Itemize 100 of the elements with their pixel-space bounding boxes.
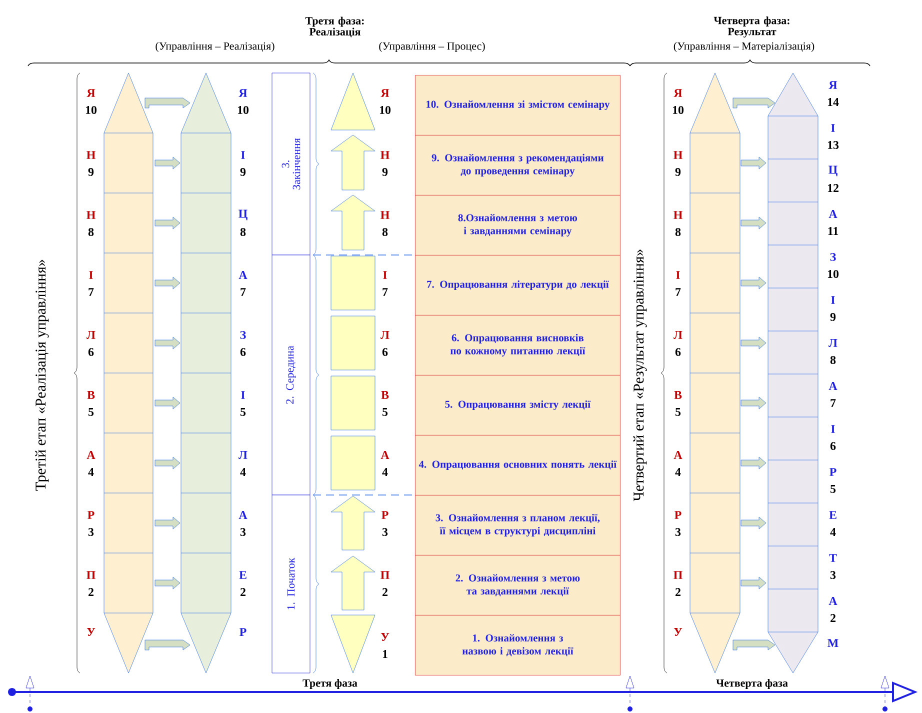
number-label: 13: [828, 140, 839, 150]
letter-label: І: [676, 271, 680, 279]
number-label: 5: [676, 408, 681, 416]
letter-label: Я: [674, 89, 682, 97]
letter-label: І: [241, 151, 245, 159]
letter-label: В: [674, 391, 682, 399]
letter-label: Н: [86, 151, 96, 159]
letter-label: Л: [238, 451, 248, 459]
letter-label: А: [674, 451, 682, 459]
number-label: 3: [88, 528, 94, 536]
number-label: 7: [88, 288, 94, 296]
number-label: 2: [676, 588, 680, 596]
side-caption: Четвертий етап «Результат управління»: [633, 250, 647, 502]
number-label: 8: [675, 228, 681, 236]
number-label: 9: [675, 168, 681, 176]
letter-label: П: [380, 571, 390, 579]
number-label: 5: [830, 485, 836, 493]
letter-label: М: [828, 639, 838, 647]
subheading: (Управління – Реалізація): [156, 42, 274, 52]
letter-label: Л: [86, 331, 96, 339]
letter-label: Н: [674, 151, 682, 159]
letter-label: І: [383, 271, 387, 279]
letter-label: І: [241, 391, 245, 399]
number-label: 12: [828, 184, 838, 192]
letter-label: Я: [380, 89, 390, 97]
number-label: 14: [828, 98, 839, 106]
number-label: 8: [88, 228, 94, 236]
letter-label: Р: [240, 628, 246, 636]
number-label: 7: [240, 288, 246, 296]
number-label: 4: [88, 468, 94, 476]
step-box: 10. Ознайомлення зі змістом семінару: [415, 75, 620, 136]
number-label: 4: [240, 468, 246, 476]
number-label: 9: [88, 168, 94, 176]
letter-label: І: [89, 271, 93, 279]
letter-label: П: [86, 571, 96, 579]
letter-label: Я: [86, 89, 96, 97]
number-label: 6: [382, 348, 388, 356]
number-label: 5: [88, 408, 94, 416]
letter-label: Н: [674, 211, 682, 219]
letter-label: П: [674, 571, 682, 579]
letter-label: Ц: [238, 210, 248, 220]
number-label: 10: [380, 106, 391, 114]
letter-label: У: [380, 633, 390, 641]
number-label: 7: [830, 399, 836, 407]
letter-label: З: [240, 330, 246, 340]
letter-label: Н: [86, 211, 96, 219]
letter-label: Ц: [828, 166, 838, 176]
number-label: 9: [830, 312, 836, 322]
step-box: 6. Опрацювання висновків по кожному питанню лекції: [415, 315, 620, 376]
phase-heading: Четверта фаза: Результат: [714, 16, 790, 38]
number-label: 2: [240, 588, 246, 596]
number-label: 8: [382, 228, 388, 236]
letter-label: В: [87, 391, 95, 399]
step-box: 4. Опрацювання основних понять лекції: [415, 435, 620, 496]
letter-label: А: [380, 451, 390, 459]
number-label: 9: [240, 168, 246, 176]
letter-label: А: [828, 210, 838, 218]
number-label: 8: [830, 356, 836, 364]
number-label: 7: [382, 288, 388, 296]
letter-label: В: [381, 391, 389, 399]
step-box: 1. Ознайомлення з назвою і девізом лекції: [415, 615, 620, 676]
letter-label: А: [238, 271, 248, 279]
axis-label: Четверта фаза: [716, 679, 788, 689]
letter-label: Р: [830, 468, 836, 476]
step-box: 5. Опрацювання змісту лекції: [415, 375, 620, 436]
step-box: 8.Ознайомлення з метою і завданнями семінару: [415, 195, 620, 256]
number-label: 4: [675, 468, 681, 476]
letter-label: У: [674, 628, 682, 636]
number-label: 7: [676, 288, 681, 296]
number-label: 8: [240, 228, 246, 236]
number-label: 4: [382, 468, 388, 476]
number-label: 2: [88, 588, 94, 596]
letter-label: Е: [239, 571, 246, 579]
subheading: (Управління – Матеріалізація): [674, 42, 814, 52]
number-label: 3: [240, 528, 246, 536]
step-box: 2. Ознайомлення з метою та завданнями лекції: [415, 555, 620, 616]
letter-label: Л: [674, 331, 682, 339]
number-label: 3: [382, 528, 388, 536]
phase-box: 1. Початок: [272, 494, 310, 674]
number-label: 1: [382, 650, 388, 658]
letter-label: Я: [828, 81, 838, 89]
number-label: 9: [382, 168, 388, 176]
number-label: 10: [672, 106, 684, 114]
letter-label: Я: [238, 89, 248, 97]
letter-label: З: [830, 252, 836, 262]
step-box: 7. Опрацювання літератури до лекції: [415, 255, 620, 316]
letter-label: І: [831, 425, 835, 433]
number-label: 10: [828, 270, 839, 278]
letter-label: А: [828, 597, 838, 605]
letter-label: А: [86, 451, 96, 459]
axis-label: Третя фаза: [302, 679, 358, 689]
letter-label: Р: [674, 511, 682, 519]
number-label: 3: [675, 528, 681, 536]
number-label: 3: [830, 570, 836, 580]
number-label: 10: [86, 106, 97, 114]
letter-label: А: [828, 382, 838, 390]
letter-label: І: [831, 124, 835, 132]
letter-label: А: [238, 511, 248, 519]
phase-box: 3. Закінчення: [272, 72, 310, 256]
subheading: (Управління – Процес): [379, 42, 485, 52]
